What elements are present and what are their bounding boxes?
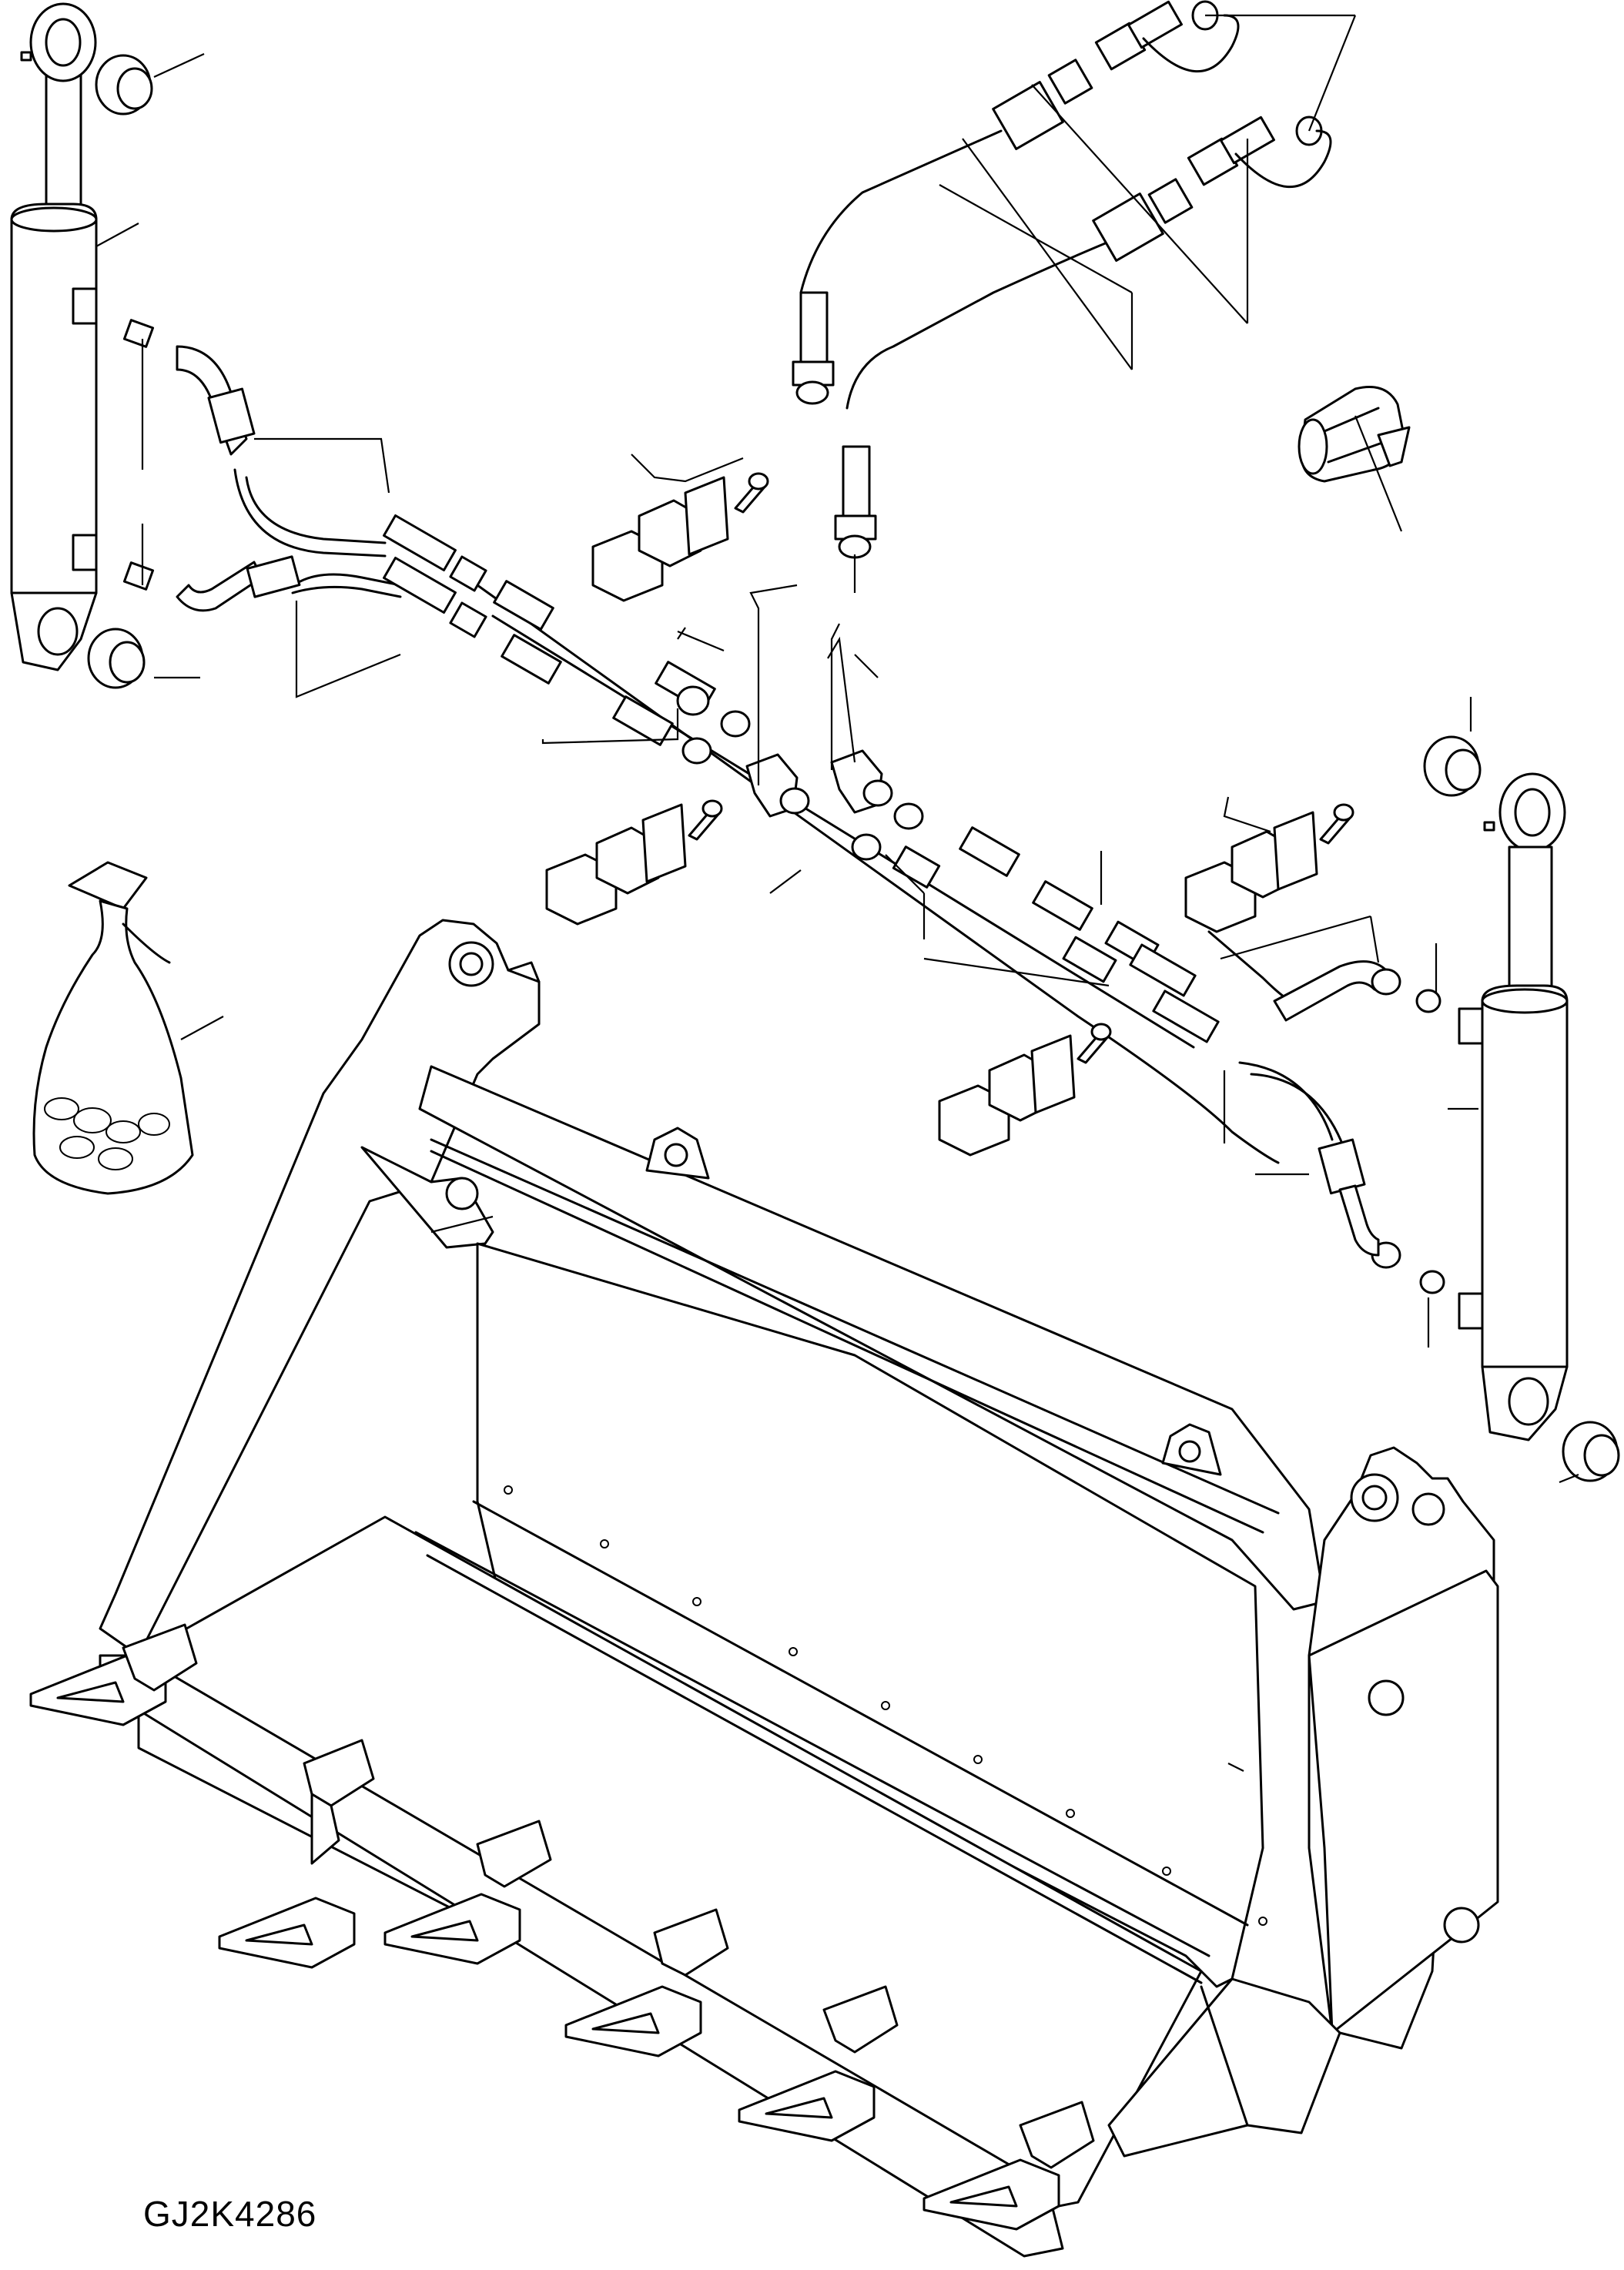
back-plate-holes bbox=[504, 1485, 1267, 1926]
tooth-5 bbox=[738, 1985, 899, 2142]
hose-clamps bbox=[545, 472, 1354, 1157]
tooth-1 bbox=[29, 1623, 198, 1726]
clamp-set-3 bbox=[1184, 803, 1354, 933]
tooth-4 bbox=[564, 1908, 729, 2057]
hose-fittings bbox=[122, 319, 1445, 1294]
bucket-top-beam bbox=[418, 1065, 1326, 1611]
left-tilt-cylinder bbox=[10, 2, 98, 671]
tooth-3 bbox=[383, 1820, 552, 1965]
bucket-teeth bbox=[29, 1623, 1095, 2231]
right-cylinder-bushing-top bbox=[1423, 735, 1482, 797]
bucket-floor bbox=[137, 1515, 1203, 2211]
tooth-2 bbox=[218, 1739, 375, 1969]
quick-couplers bbox=[792, 0, 1332, 559]
clamp-set-4 bbox=[938, 1023, 1112, 1157]
clamp-set-1 bbox=[591, 472, 769, 602]
clamp-set-2 bbox=[545, 799, 723, 926]
hydraulic-hoses bbox=[233, 129, 1345, 1164]
quick-coupler-detail bbox=[1298, 386, 1411, 483]
bucket bbox=[99, 919, 1499, 2258]
tooth-6 bbox=[922, 2101, 1095, 2231]
leader-lines bbox=[95, 14, 1579, 1772]
right-tilt-cylinder bbox=[1458, 772, 1569, 1441]
parts-bag bbox=[32, 861, 194, 1195]
drawing-code: GJ2K4286 bbox=[143, 2194, 317, 2234]
bucket-back-plate bbox=[476, 1242, 1264, 1988]
left-cylinder-bushing-top bbox=[95, 54, 153, 116]
left-cylinder-bushing-bottom bbox=[87, 628, 146, 689]
right-cylinder-bushing-bottom bbox=[1562, 1421, 1620, 1482]
